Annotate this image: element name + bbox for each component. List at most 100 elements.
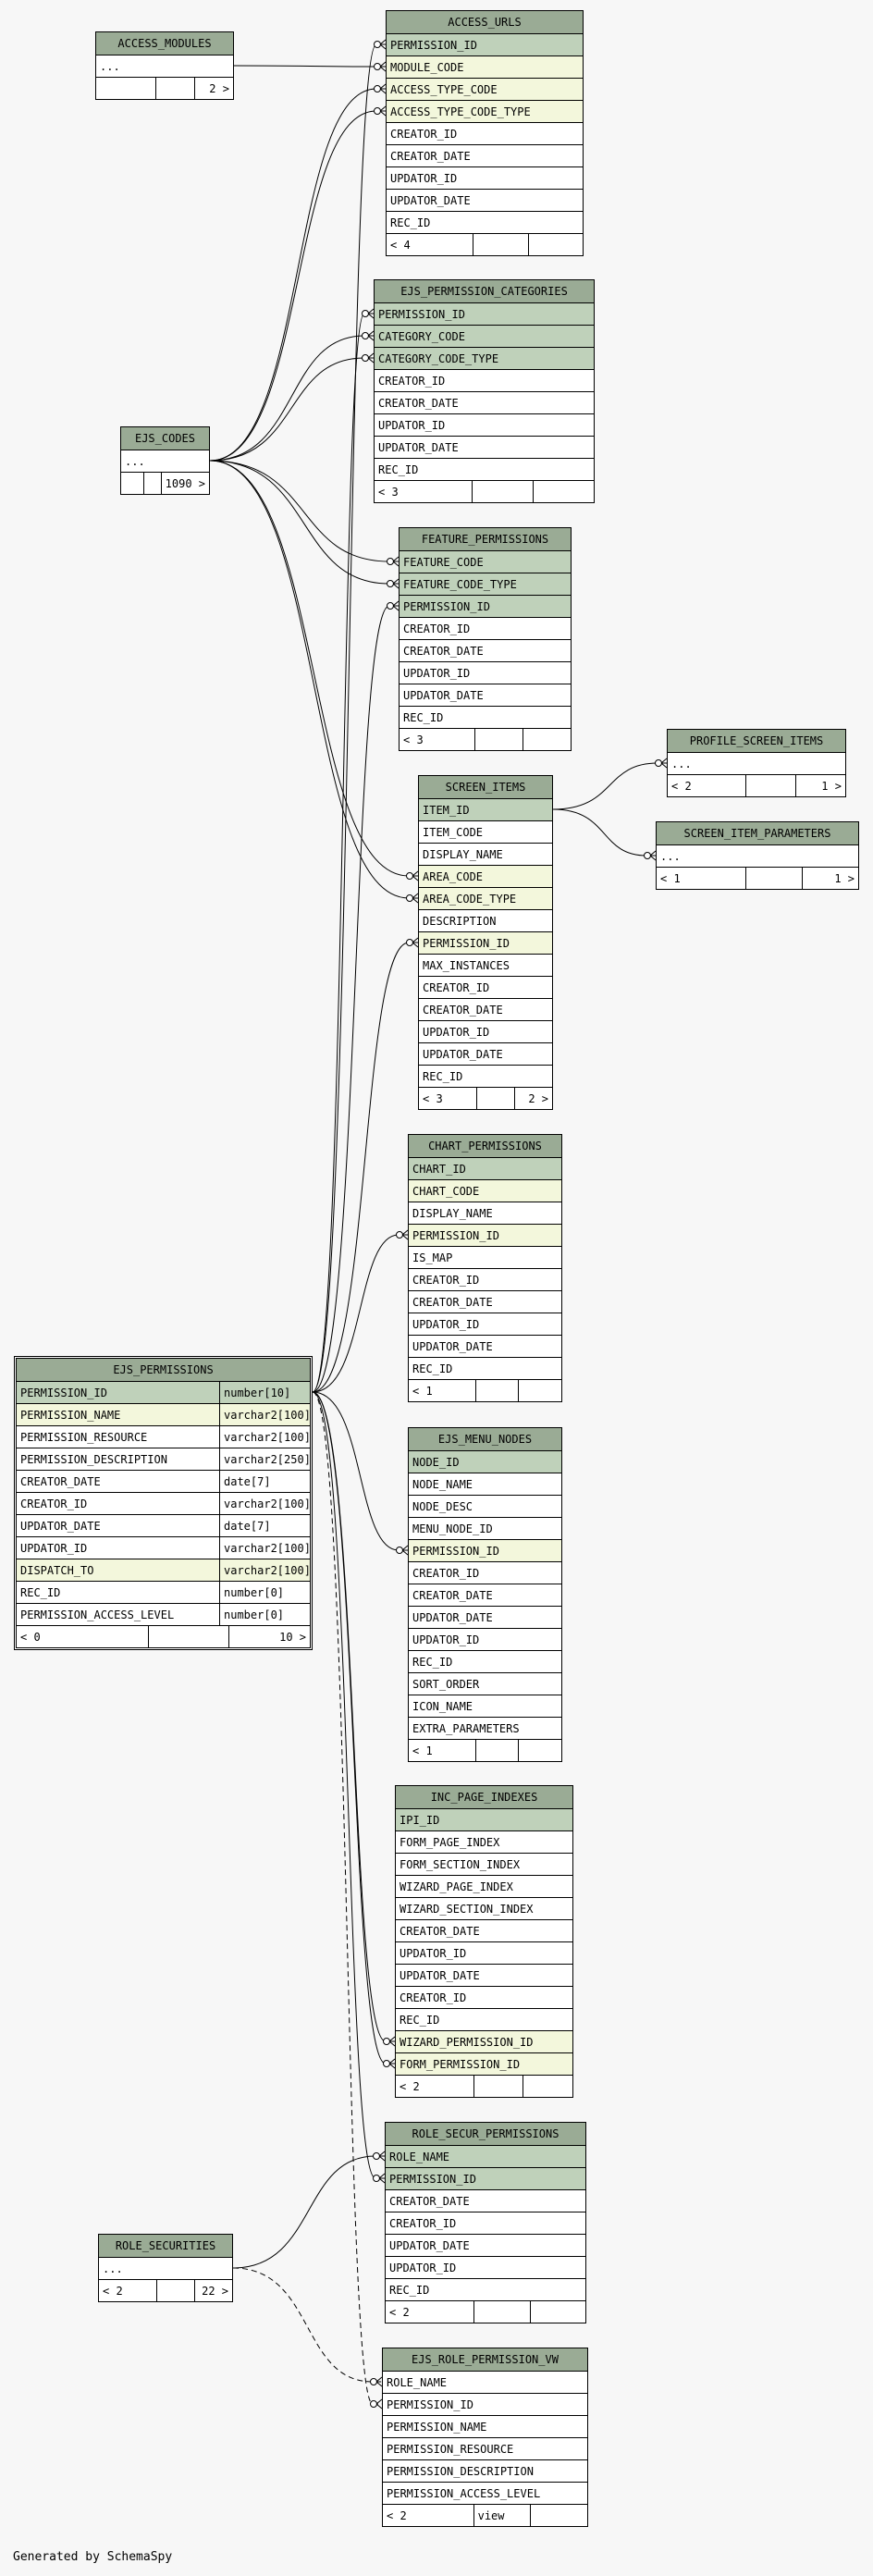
table-header[interactable]: ROLE_SECUR_PERMISSIONS xyxy=(386,2123,585,2145)
optional-marker xyxy=(370,2378,377,2385)
column-row: ICON_NAME xyxy=(409,1695,561,1717)
table-header[interactable]: PROFILE_SCREEN_ITEMS xyxy=(668,730,845,752)
column-row: CREATOR_DATE xyxy=(409,1290,561,1313)
children-count[interactable]: 10 > xyxy=(228,1626,310,1647)
column-type: varchar2[100] xyxy=(219,1404,310,1425)
table-header[interactable]: INC_PAGE_INDEXES xyxy=(396,1786,572,1808)
parents-count[interactable]: < 2 xyxy=(103,2285,123,2298)
children-count[interactable] xyxy=(523,729,571,750)
parents-count[interactable]: < 1 xyxy=(660,872,681,885)
table-header[interactable]: ACCESS_MODULES xyxy=(96,32,233,55)
relationship-line xyxy=(312,1234,408,1393)
children-count[interactable] xyxy=(518,1740,561,1761)
column-name: DISPATCH_TO xyxy=(20,1564,94,1577)
children-count[interactable]: 1090 > xyxy=(160,473,209,494)
children-count[interactable] xyxy=(529,2301,585,2323)
column-row: REC_ID xyxy=(386,2278,585,2300)
table-footer: < 3 2 > xyxy=(419,1087,552,1109)
table-header[interactable]: ROLE_SECURITIES xyxy=(99,2235,232,2257)
table-header[interactable]: ACCESS_URLS xyxy=(387,11,583,33)
table-header[interactable]: EJS_MENU_NODES xyxy=(409,1428,561,1450)
optional-marker xyxy=(374,85,381,92)
table-ejs-codes[interactable]: EJS_CODES...1090 > xyxy=(120,426,210,495)
crowfoot-marker xyxy=(412,893,419,899)
parents-count[interactable] xyxy=(121,473,143,494)
relationship-line xyxy=(312,605,399,1393)
children-count[interactable]: 1 > xyxy=(795,775,845,796)
table-access-modules[interactable]: ACCESS_MODULES...2 > xyxy=(95,31,234,100)
relationship-line xyxy=(312,942,418,1393)
optional-marker xyxy=(406,872,413,880)
table-footer: 2 > xyxy=(96,77,233,99)
table-header[interactable]: SCREEN_ITEM_PARAMETERS xyxy=(657,822,858,844)
crowfoot-marker xyxy=(378,2155,386,2162)
parents-count[interactable]: < 3 xyxy=(403,733,424,746)
column-row: UPDATOR_DATE xyxy=(409,1335,561,1357)
crowfoot-marker xyxy=(367,335,375,341)
column-row: UPDATOR_ID xyxy=(375,413,594,436)
column-row: UPDATOR_ID xyxy=(396,1941,572,1964)
table-header[interactable]: EJS_PERMISSION_CATEGORIES xyxy=(375,280,594,302)
parents-count[interactable]: < 2 xyxy=(387,2509,407,2522)
relationship-line xyxy=(312,43,386,1393)
children-count[interactable] xyxy=(530,2505,587,2526)
children-count[interactable] xyxy=(523,2076,572,2097)
table-header[interactable]: EJS_ROLE_PERMISSION_VW xyxy=(383,2348,587,2371)
table-footer: < 3 xyxy=(400,728,571,750)
parents-count[interactable]: < 4 xyxy=(390,239,411,252)
parents-count[interactable]: < 3 xyxy=(423,1092,443,1105)
parents-count[interactable]: < 1 xyxy=(412,1744,433,1757)
table-header[interactable]: FEATURE_PERMISSIONS xyxy=(400,528,571,550)
crowfoot-marker xyxy=(649,855,657,861)
parents-count[interactable]: < 2 xyxy=(400,2080,420,2093)
column-row: ACCESS_TYPE_CODE xyxy=(387,78,583,100)
children-count[interactable] xyxy=(527,234,583,255)
table-header[interactable]: SCREEN_ITEMS xyxy=(419,776,552,798)
parents-count[interactable]: < 2 xyxy=(389,2306,410,2319)
children-count[interactable]: 22 > xyxy=(194,2280,232,2301)
column-type: varchar2[100] xyxy=(219,1559,310,1581)
column-name: PERMISSION_RESOURCE xyxy=(20,1431,148,1444)
parents-count[interactable]: < 3 xyxy=(378,486,399,499)
column-row: PERMISSION_ID xyxy=(375,302,594,325)
children-count[interactable] xyxy=(518,1380,561,1401)
table-header[interactable]: CHART_PERMISSIONS xyxy=(409,1135,561,1157)
column-row: UPDATOR_ID xyxy=(386,2256,585,2278)
children-count[interactable]: 2 > xyxy=(514,1088,552,1109)
optional-marker xyxy=(387,602,394,610)
table-footer: < 0 10 > xyxy=(17,1625,310,1647)
column-row: NODE_NAME xyxy=(409,1473,561,1495)
table-header[interactable]: EJS_CODES xyxy=(121,427,209,450)
crowfoot-marker xyxy=(379,110,387,117)
relationship-line xyxy=(232,2267,382,2383)
parents-count[interactable] xyxy=(96,78,155,99)
column-row: CATEGORY_CODE_TYPE xyxy=(375,347,594,369)
column-row: IS_MAP xyxy=(409,1246,561,1268)
children-count[interactable]: 2 > xyxy=(194,78,233,99)
crowfoot-marker xyxy=(401,1234,409,1240)
children-count[interactable] xyxy=(532,481,594,502)
column-row: UPDATOR_ID xyxy=(400,661,571,684)
children-count[interactable]: 1 > xyxy=(802,868,858,889)
parents-count[interactable]: < 0 xyxy=(20,1631,41,1644)
parents-count[interactable]: < 1 xyxy=(412,1385,433,1398)
parents-count[interactable]: < 2 xyxy=(671,780,692,793)
crowfoot-marker xyxy=(379,39,387,45)
table-header[interactable]: EJS_PERMISSIONS xyxy=(17,1359,310,1381)
